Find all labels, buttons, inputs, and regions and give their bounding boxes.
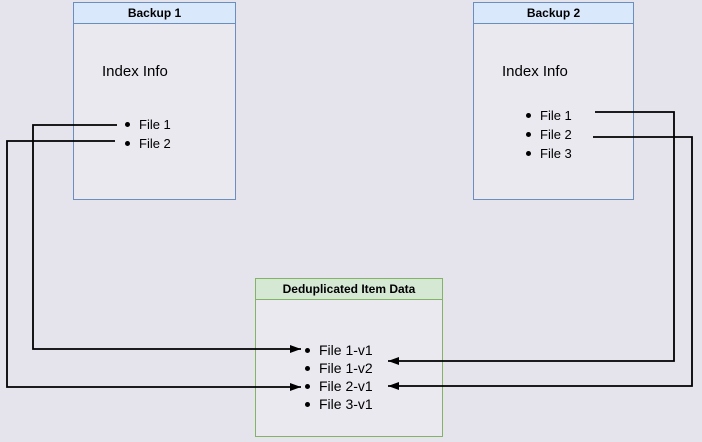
backup2-file-item: File 3 [526,144,572,163]
backup2-title: Backup 2 [474,3,633,24]
backup1-file-item: File 1 [125,115,171,134]
backup2-file-item: File 1 [526,106,572,125]
backup2-box: Backup 2 Index Info File 1 File 2 File 3 [473,2,634,200]
backup2-index-info-label: Index Info [502,63,568,80]
backup1-index-info-label: Index Info [102,63,168,80]
backup2-file-list: File 1 File 2 File 3 [526,106,572,163]
dedup-item: File 2-v1 [305,377,373,395]
dedup-item: File 1-v2 [305,359,373,377]
dedup-item-list: File 1-v1 File 1-v2 File 2-v1 File 3-v1 [305,341,373,413]
backup1-file-item: File 2 [125,134,171,153]
deduplicated-item-data-box: Deduplicated Item Data File 1-v1 File 1-… [255,278,443,437]
backup1-box: Backup 1 Index Info File 1 File 2 [73,2,236,200]
dedup-title: Deduplicated Item Data [256,279,442,300]
backup1-file-list: File 1 File 2 [125,115,171,153]
backup1-title: Backup 1 [74,3,235,24]
backup2-file-item: File 2 [526,125,572,144]
dedup-item: File 3-v1 [305,395,373,413]
dedup-item: File 1-v1 [305,341,373,359]
